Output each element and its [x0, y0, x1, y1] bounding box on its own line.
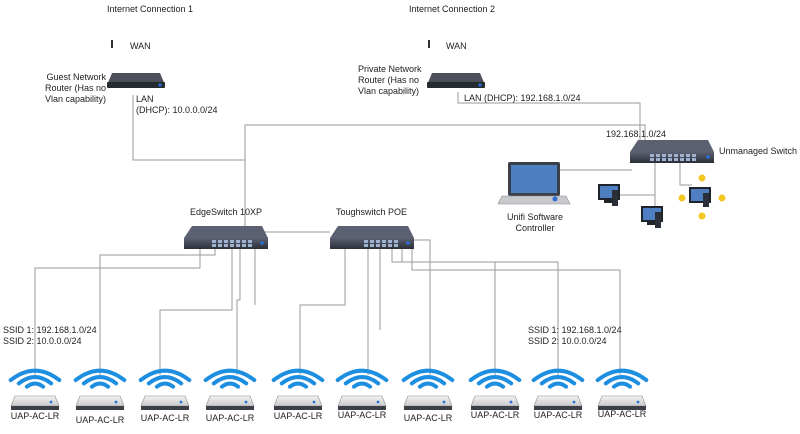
private-router-label: Private Network Router (Has no Vlan capa… [358, 64, 422, 96]
wifi-signal-icon [271, 368, 325, 383]
wifi-signal-icon [484, 381, 506, 389]
antenna-icon [111, 40, 113, 48]
access-point-icon [73, 368, 127, 410]
desktop-pc-icon [641, 206, 663, 228]
wifi-signal-icon [603, 375, 641, 386]
ssid-left-label: SSID 1: 192.168.1.0/24 SSID 2: 10.0.0.0/… [3, 325, 97, 346]
access-point-label: UAP-AC-LR [403, 413, 453, 423]
edgeswitch [184, 226, 268, 249]
wifi-signal-icon [279, 375, 317, 386]
access-point-icon [138, 368, 192, 410]
toughswitch [330, 226, 414, 249]
antenna-icon [428, 40, 430, 48]
wifi-signal-icon [16, 375, 54, 386]
access-point-label: UAP-AC-LR [470, 410, 520, 420]
internet-connection-2-label: Internet Connection 2 [408, 4, 496, 14]
wifi-signal-icon [547, 381, 569, 389]
wifi-signal-icon [351, 381, 373, 389]
wifi-signal-icon [335, 368, 389, 383]
private-router [427, 40, 485, 88]
wifi-signal-icon [287, 381, 309, 389]
wifi-signal-icon [146, 375, 184, 386]
controller-label: Unifi Software Controller [506, 212, 564, 233]
networked-pc-icon [678, 174, 726, 220]
wifi-signal-icon [476, 375, 514, 386]
wan-1-label: WAN [130, 41, 151, 51]
access-point-icon [271, 368, 325, 410]
wifi-signal-icon [138, 368, 192, 383]
access-points [8, 368, 649, 410]
wifi-signal-icon [8, 368, 62, 383]
access-point-label: UAP-AC-LR [205, 413, 255, 423]
access-point-label: UAP-AC-LR [10, 411, 60, 421]
wifi-signal-icon [154, 381, 176, 389]
access-point-icon [335, 368, 389, 410]
wan-2-label: WAN [446, 41, 467, 51]
wifi-signal-icon [409, 375, 447, 386]
access-point-icon [8, 368, 62, 410]
ssid-right-label: SSID 1: 192.168.1.0/24 SSID 2: 10.0.0.0/… [528, 325, 622, 346]
wifi-signal-icon [73, 368, 127, 383]
private-lan-label: LAN (DHCP): 192.168.1.0/24 [464, 93, 581, 103]
access-point-icon [468, 368, 522, 410]
wifi-signal-icon [81, 375, 119, 386]
wifi-signal-icon [89, 381, 111, 389]
edgeswitch-label: EdgeSwitch 10XP [190, 207, 263, 217]
guest-router-label: Guest Network Router (Has no Vlan capabi… [44, 72, 106, 104]
wifi-signal-icon [531, 368, 585, 383]
wifi-signal-icon [539, 375, 577, 386]
access-point-label: UAP-AC-LR [140, 413, 190, 423]
wifi-signal-icon [211, 375, 249, 386]
wifi-signal-icon [343, 375, 381, 386]
desktop-pc-icon [598, 184, 620, 206]
wifi-signal-icon [595, 368, 649, 383]
access-point-label: UAP-AC-LR [75, 415, 125, 425]
guest-router [107, 40, 165, 88]
switch-subnet-label: 192.168.1.0/24 [606, 129, 667, 139]
unmanaged-switch-label: Unmanaged Switch [719, 146, 798, 156]
internet-connection-1-label: Internet Connection 1 [106, 4, 194, 14]
connection-lines [34, 92, 692, 375]
access-point-icon [203, 368, 257, 410]
unmanaged-switch [630, 140, 714, 163]
laptop-icon [497, 162, 571, 205]
access-point-icon [531, 368, 585, 410]
access-point-label: UAP-AC-LR [273, 411, 323, 421]
access-point-icon [401, 368, 455, 410]
access-point-label: UAP-AC-LR [337, 410, 387, 420]
access-point-icon [595, 368, 649, 410]
wifi-signal-icon [401, 368, 455, 383]
wifi-signal-icon [417, 381, 439, 389]
access-point-label: UAP-AC-LR [597, 409, 647, 419]
toughswitch-label: Toughswitch POE [336, 207, 408, 217]
wifi-signal-icon [611, 381, 633, 389]
guest-lan-label: LAN (DHCP): 10.0.0.0/24 [136, 94, 218, 115]
wifi-signal-icon [468, 368, 522, 383]
wifi-signal-icon [203, 368, 257, 383]
wifi-signal-icon [24, 381, 46, 389]
access-point-label: UAP-AC-LR [533, 410, 583, 420]
wifi-signal-icon [219, 381, 241, 389]
